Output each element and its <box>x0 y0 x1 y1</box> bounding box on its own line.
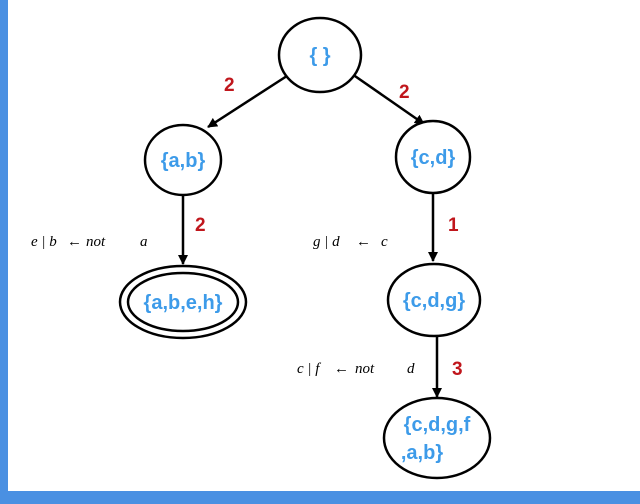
node-ab-label: {a,b} <box>161 150 206 172</box>
rule-lhs: c | f <box>297 361 321 377</box>
node-root-label: { } <box>309 45 330 67</box>
node-root-circle <box>277 16 363 94</box>
edge-weight-ab-abeh: 2 <box>195 215 206 236</box>
rule-arrow: ← <box>356 234 371 250</box>
node-abeh-outer-circle <box>118 264 248 340</box>
rule-cd-to-cdg: g | d ← c <box>313 234 388 250</box>
edge-weight-root-ab: 2 <box>224 75 235 96</box>
node-cd-circle <box>394 119 472 195</box>
node-cdg-circle <box>386 262 482 338</box>
node-ab: {a,b} <box>143 123 223 197</box>
rule-lhs: g | d <box>313 234 340 250</box>
rule-var: a <box>140 234 148 250</box>
node-cdgfab-label-line1: {c,d,g,f <box>404 414 471 436</box>
edge-weight-cdg-cdgfab: 3 <box>452 359 463 380</box>
rule-cdg-to-cdgfab: c | f ← not d <box>297 361 415 377</box>
rule-cond: c <box>381 234 388 250</box>
rule-arrow: ← <box>334 361 349 377</box>
edge-root-to-cd <box>351 72 425 126</box>
rule-lhs: e | b <box>31 234 57 250</box>
rule-var: d <box>407 361 415 377</box>
edge-weight-cd-cdg: 1 <box>448 215 459 236</box>
rule-cond: not <box>86 234 106 250</box>
rule-cond: not <box>355 361 375 377</box>
node-abeh-inner-circle <box>126 271 240 333</box>
frame-left-border <box>0 0 8 504</box>
edge-weight-root-cd: 2 <box>399 82 410 103</box>
node-abeh-label: {a,b,e,h} <box>144 292 223 314</box>
node-cdgfab-circle <box>382 396 492 480</box>
node-cdgfab: {c,d,g,f ,a,b} <box>382 396 492 480</box>
edge-root-to-ab <box>207 72 291 129</box>
node-cdgfab-label-line2: ,a,b} <box>401 442 443 464</box>
node-ab-circle <box>143 123 223 197</box>
node-abeh-goal: {a,b,e,h} <box>118 264 248 340</box>
node-cdg: {c,d,g} <box>386 262 482 338</box>
node-cdg-label: {c,d,g} <box>403 290 465 312</box>
node-root: { } <box>277 16 363 94</box>
rule-arrow: ← <box>67 234 82 250</box>
node-cd: {c,d} <box>394 119 472 195</box>
node-cd-label: {c,d} <box>411 147 456 169</box>
rule-ab-to-abeh: e | b ← not a <box>31 234 148 250</box>
frame-bottom-border <box>0 491 640 504</box>
